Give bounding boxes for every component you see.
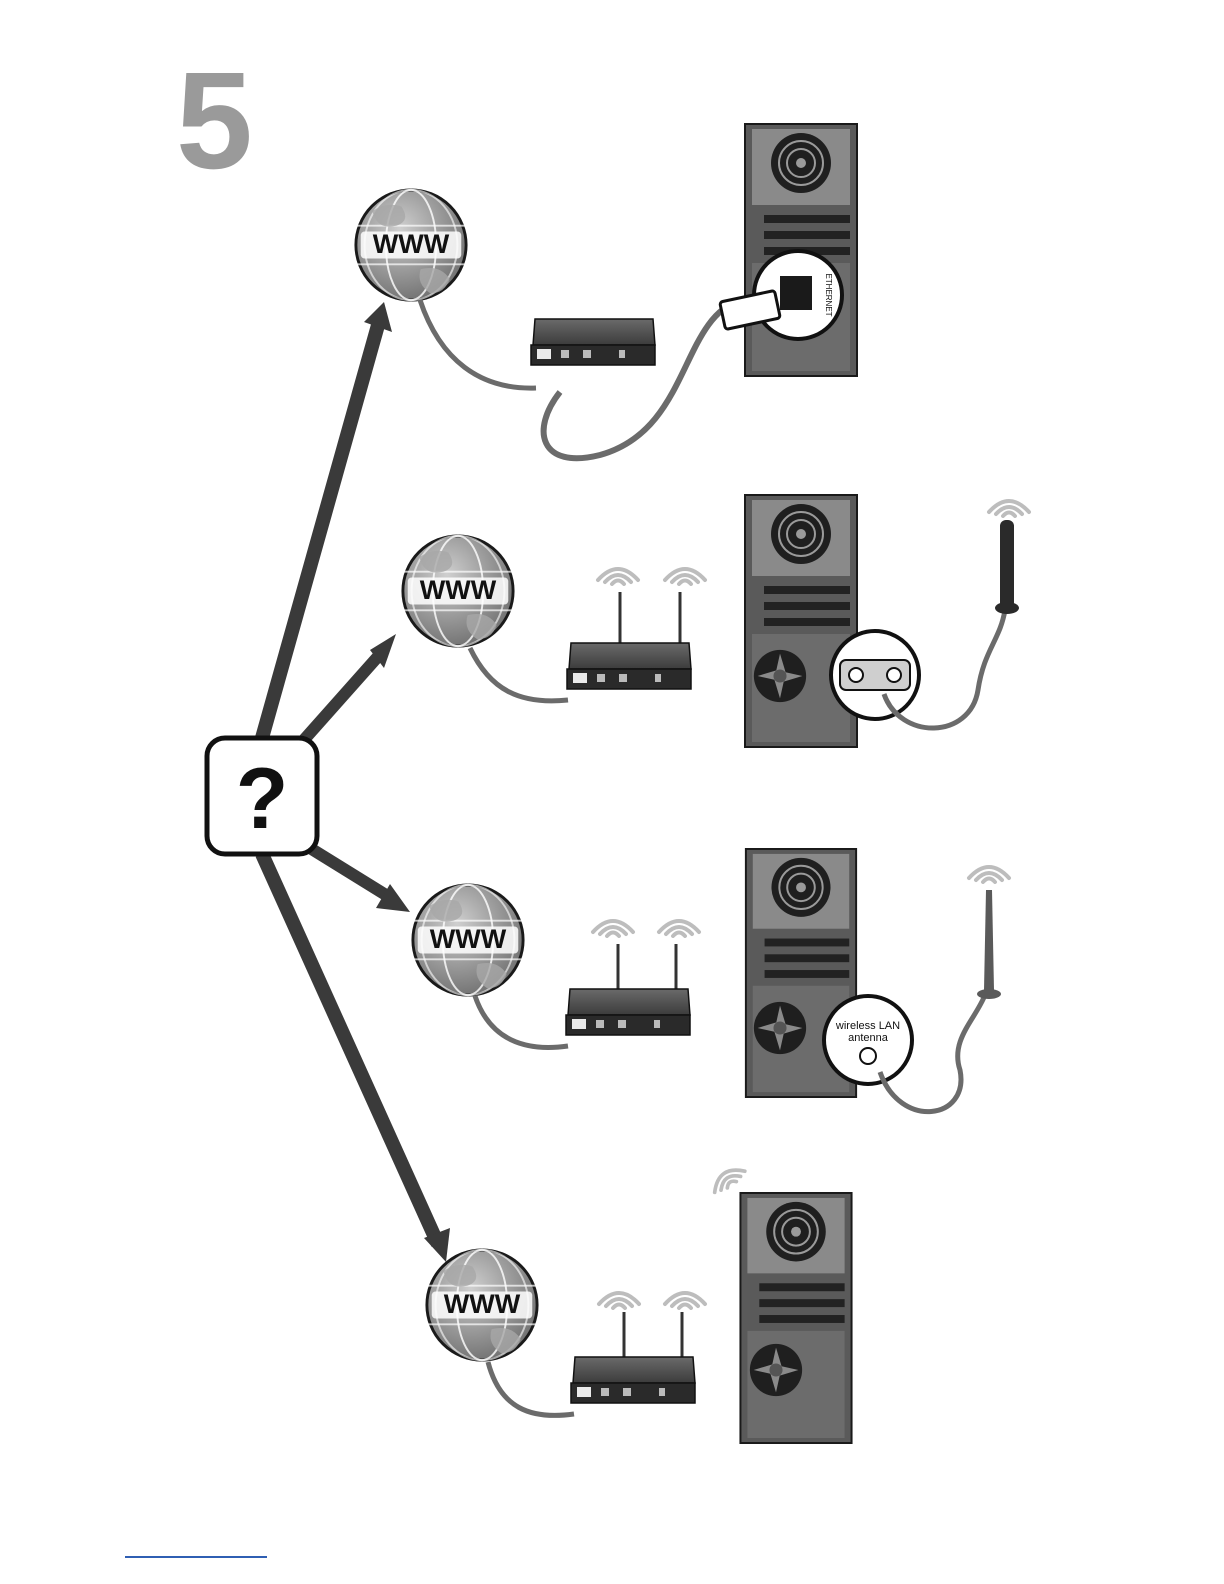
fan-icon (754, 1002, 806, 1054)
router-icon (567, 643, 691, 689)
cable (475, 996, 568, 1047)
fan-icon (754, 650, 806, 702)
wifi-signal-icon (598, 569, 638, 584)
option-wired-ethernet: WWW ETHERNET (356, 124, 857, 458)
option-wireless-dual-antenna: WWW (403, 495, 1029, 747)
wifi-signal-icon (599, 1293, 639, 1308)
computer-tower (745, 495, 857, 747)
ethernet-port-label: ETHERNET (824, 273, 833, 316)
antenna-port-icon (849, 668, 863, 682)
option-wireless-lan-antenna: WWW wireless LAN antenna (413, 849, 1009, 1112)
ethernet-port-icon (780, 276, 812, 310)
wifi-signal-icon (989, 501, 1029, 516)
footer-rule (125, 1556, 267, 1558)
cable (420, 300, 536, 388)
router-icon (566, 989, 690, 1035)
wifi-signal-icon (593, 921, 633, 936)
wifi-signal-icon (665, 1293, 705, 1308)
antenna-port-icon (887, 668, 901, 682)
cable (470, 648, 568, 701)
question-box: ? (207, 738, 317, 854)
fan-icon (750, 1344, 802, 1396)
antenna-port-icon (860, 1048, 876, 1064)
callout-label-line1: wireless LAN (835, 1020, 900, 1032)
globe-label: WWW (444, 1289, 521, 1319)
globe-label: WWW (430, 924, 507, 954)
antenna-base (995, 602, 1019, 614)
computer-tower (740, 1193, 851, 1443)
wifi-signal-icon (709, 1163, 747, 1195)
cable (488, 1362, 574, 1415)
callout-label-line2: antenna (848, 1032, 889, 1044)
arrow-to-option-2 (302, 652, 382, 742)
external-antenna (984, 890, 994, 990)
globe-label: WWW (373, 229, 450, 259)
arrow-to-option-3 (310, 848, 394, 900)
router-icon (571, 1357, 695, 1403)
router-icon (531, 319, 655, 365)
wifi-signal-icon (659, 921, 699, 936)
option-wireless-builtin: WWW (427, 1163, 852, 1443)
wifi-signal-icon (969, 867, 1009, 882)
arrow-to-option-4 (262, 854, 438, 1244)
question-mark-icon: ? (236, 751, 289, 847)
antenna-base (977, 989, 1001, 999)
wifi-signal-icon (665, 569, 705, 584)
globe-label: WWW (420, 575, 497, 605)
external-antenna (1000, 520, 1014, 610)
